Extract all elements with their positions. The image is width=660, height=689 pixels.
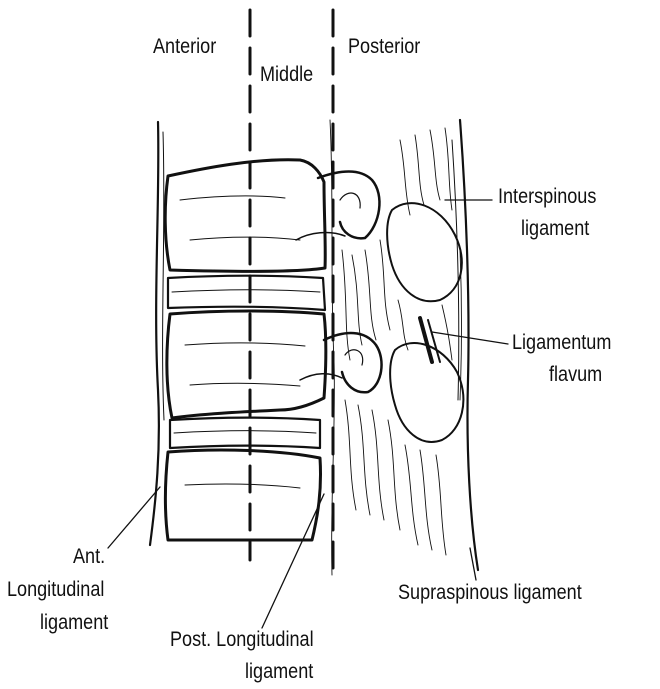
lower-vertebral-body xyxy=(165,450,320,540)
upper-disc xyxy=(168,276,325,310)
anterior-ligament-outline xyxy=(150,122,159,545)
label-anterior: Anterior xyxy=(153,34,216,60)
flavum-leader xyxy=(432,332,508,344)
label-interspinous-line1: Interspinous xyxy=(498,184,596,210)
middle-vertebral-body xyxy=(167,311,326,418)
upper-spinous-process xyxy=(387,203,462,301)
posterior-fibers xyxy=(330,120,462,575)
upper-vertebral-body xyxy=(165,160,325,272)
label-middle: Middle xyxy=(260,62,313,88)
label-post-line2: ligament xyxy=(245,659,313,685)
lower-spinous-process xyxy=(390,343,463,442)
label-ant-line1: Ant. xyxy=(73,544,105,570)
label-ant-line2: Longitudinal xyxy=(7,577,104,603)
label-post-line1: Post. Longitudinal xyxy=(170,627,314,653)
label-flavum-line2: flavum xyxy=(549,362,602,388)
supraspinous-outline xyxy=(460,120,478,570)
lower-disc xyxy=(170,418,320,448)
post-ligament-leader xyxy=(262,494,324,628)
label-posterior: Posterior xyxy=(348,34,420,60)
label-flavum-line1: Ligamentum xyxy=(512,330,611,356)
label-supraspinous: Supraspinous ligament xyxy=(398,580,582,606)
label-ant-line3: ligament xyxy=(40,610,108,636)
upper-facet xyxy=(318,172,379,239)
ant-ligament-leader xyxy=(108,487,160,548)
label-interspinous-line2: ligament xyxy=(521,216,589,242)
